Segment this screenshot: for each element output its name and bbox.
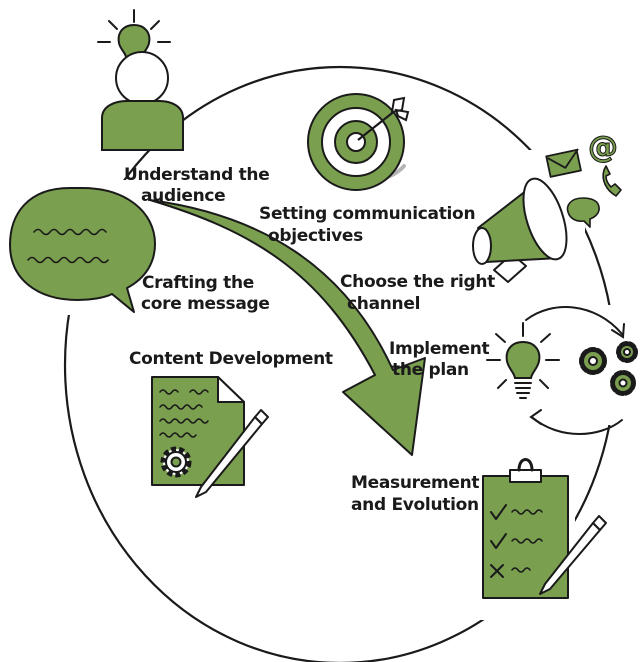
- megaphone-icon: [472, 177, 568, 283]
- step-label-content-line1: Content Development: [129, 349, 333, 369]
- step-label-channel: Choose the right channel: [340, 272, 495, 314]
- target-icon: [307, 93, 410, 191]
- step-label-message: Crafting the core message: [141, 273, 270, 314]
- speech-bubble-icon: [9, 187, 156, 313]
- step-label-implement-line1: Implement: [389, 339, 490, 359]
- step-label-audience-line1: Understand the: [124, 165, 269, 185]
- flow-arrow: [149, 199, 426, 456]
- step-label-measure-line2: and Evolution: [351, 495, 479, 515]
- step-label-content: Content Development: [129, 349, 333, 369]
- at-sign-icon: @: [588, 130, 618, 165]
- clipboard-checklist-icon: [482, 458, 607, 599]
- step-label-message-line1: Crafting the: [142, 273, 254, 293]
- phone-icon: [602, 165, 622, 197]
- step-label-channel-line1: Choose the right: [340, 272, 495, 292]
- step-label-audience-line2: audience: [141, 186, 225, 206]
- step-label-channel-line2: channel: [347, 294, 420, 314]
- lightbulb-gears-icon: [486, 306, 638, 435]
- chat-bubble-icon: [566, 197, 600, 228]
- step-label-audience: Understand the audience: [124, 165, 270, 206]
- person-lightbulb-icon: [97, 9, 184, 151]
- step-label-measure-line1: Measurement: [351, 473, 479, 493]
- step-label-objectives-line2: objectives: [268, 226, 363, 246]
- step-label-message-line2: core message: [141, 294, 270, 314]
- step-label-implement: Implement the plan: [389, 339, 490, 380]
- step-label-implement-line2: the plan: [392, 360, 469, 380]
- envelope-icon: [545, 148, 582, 178]
- document-pen-icon: [151, 376, 269, 498]
- step-label-measure: Measurement and Evolution: [351, 473, 480, 515]
- step-label-objectives-line1: Setting communication: [259, 204, 475, 224]
- step-label-objectives: Setting communication objectives: [259, 204, 476, 246]
